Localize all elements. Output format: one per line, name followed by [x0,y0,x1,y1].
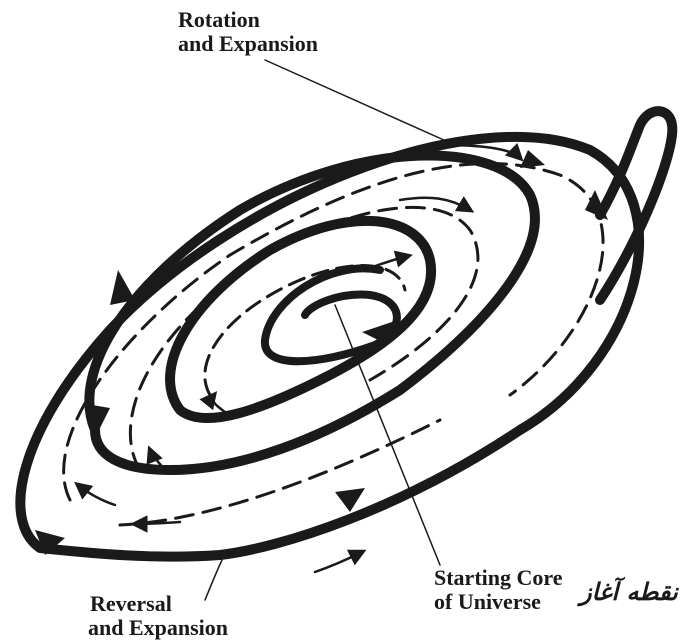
arrowhead-top-right [520,150,545,168]
core-label-line1: Starting Core [434,566,563,590]
flow-arrow-bottom-left [78,485,115,505]
watermark-logo: نقطه آغاز [580,580,678,604]
core-label-line2: of Universe [434,590,563,614]
rotation-label-line1: Rotation [178,8,318,32]
flow-arrow-core [365,256,408,270]
leader-line-rotation [265,60,455,145]
arrowhead-outer-left [110,270,135,305]
reversal-label: Reversal and Expansion [88,592,228,640]
core-label: Starting Core of Universe [434,566,563,614]
flow-arrow-stray [315,552,362,572]
arrowhead-outer-bottom [335,488,365,512]
rotation-label: Rotation and Expansion [178,8,318,56]
dashed-flow-outer [64,163,603,500]
flow-arrow-left-mid [213,395,225,412]
core-loop-path [265,268,397,361]
reversal-label-line1: Reversal [88,592,228,616]
flow-arrow-bottom [135,522,180,524]
reversal-label-line2: and Expansion [88,616,228,640]
rotation-label-line2: and Expansion [178,32,318,56]
outer-spiral-path [20,137,639,557]
second-spiral-path [89,155,535,470]
